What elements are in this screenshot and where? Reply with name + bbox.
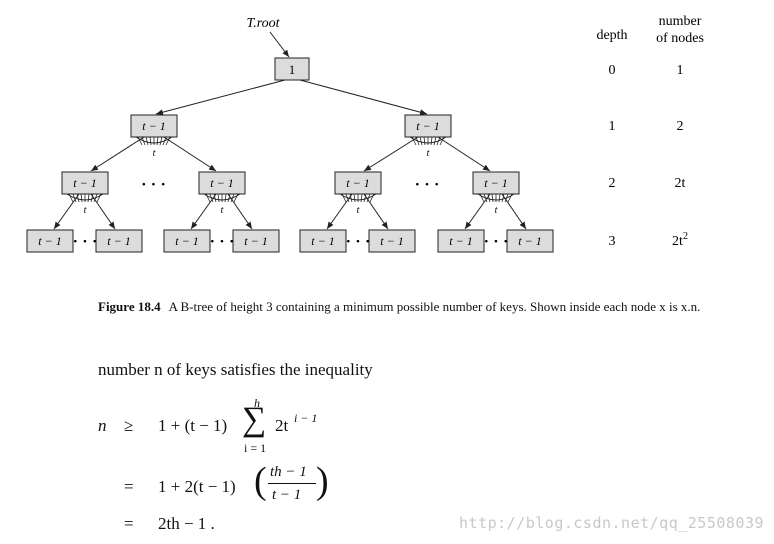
nodes-header-line1: number — [659, 14, 702, 29]
nodes-header-line2: of nodes — [656, 31, 704, 46]
eq-rel1: ≥ — [124, 416, 134, 435]
node-key: t − 1 — [416, 119, 439, 133]
node-key: t − 1 — [210, 176, 233, 190]
child-count-label: t — [427, 148, 430, 159]
leaf-node: t − 1 — [232, 229, 280, 253]
ellipsis: · · · — [210, 234, 234, 250]
caption-text: A B-tree of height 3 containing a minimu… — [168, 299, 701, 314]
eq-rel3: = — [124, 514, 134, 533]
eq-frac-num: th − 1 — [270, 464, 307, 480]
eq-sum-upper: h — [254, 396, 260, 410]
eq-line2-pre: 1 + 2(t − 1) — [158, 477, 236, 496]
child-count-label: t — [357, 205, 360, 216]
watermark: http://blog.csdn.net/qq_25508039 — [459, 514, 764, 532]
leaf-node: t − 1 — [368, 229, 416, 253]
node-key: t − 1 — [484, 176, 507, 190]
depth2-node: t − 1 t — [198, 171, 246, 216]
root-pointer-label: T.root — [246, 16, 280, 31]
node-count-value: 2t — [675, 176, 686, 191]
node-key: t − 1 — [73, 176, 96, 190]
node-key: t − 1 — [142, 119, 165, 133]
depth-count-table: 0 1 1 2 2 2t 3 2t2 — [609, 63, 688, 249]
ellipsis: · · · — [346, 234, 370, 250]
node-key: t − 1 — [311, 234, 334, 248]
tree-nodes: t − 1tt − 1tt − 1tt − 1t· · ·t − 1tt − 1… — [26, 114, 554, 253]
ellipsis: · · · — [484, 234, 508, 250]
eq-line3: 2th − 1 . — [158, 514, 215, 533]
depth1-node: t − 1 t — [404, 114, 452, 159]
leaf-node: t − 1 — [299, 229, 347, 253]
eq-sum-lower: i = 1 — [244, 441, 267, 455]
leaf-node: t − 1 — [506, 229, 554, 253]
child-count-label: t — [495, 205, 498, 216]
depth-header: depth — [596, 28, 627, 43]
depth1-node: t − 1 t — [130, 114, 178, 159]
eq-line1-pre: 1 + (t − 1) — [158, 416, 228, 435]
eq-frac-bar — [268, 483, 316, 484]
node-key: t − 1 — [175, 234, 198, 248]
node-key: t − 1 — [38, 234, 61, 248]
node-key: t − 1 — [518, 234, 541, 248]
depth2-node: t − 1 t — [61, 171, 109, 216]
child-count-label: t — [221, 205, 224, 216]
eq-paren-right: ) — [316, 460, 329, 502]
root-node-key: 1 — [289, 62, 296, 77]
ellipsis: · · · — [141, 177, 165, 193]
depth-value: 3 — [609, 234, 616, 249]
node-count-value: 2t2 — [672, 231, 688, 249]
leaf-node: t − 1 — [26, 229, 74, 253]
node-count-value: 1 — [677, 63, 684, 78]
root-node: 1 — [274, 57, 310, 81]
depth-value: 1 — [609, 119, 616, 134]
ellipsis: · · · — [73, 234, 97, 250]
depth2-node: t − 1 t — [472, 171, 520, 216]
body-text: number n of keys satisfies the inequalit… — [98, 360, 373, 379]
node-key: t − 1 — [107, 234, 130, 248]
eq-frac-den: t − 1 — [272, 487, 302, 503]
node-key: t − 1 — [244, 234, 267, 248]
eq-lhs: n — [98, 416, 107, 435]
ellipsis: · · · — [415, 177, 439, 193]
leaf-node: t − 1 — [163, 229, 211, 253]
depth-value: 2 — [609, 176, 616, 191]
depth2-node: t − 1 t — [334, 171, 382, 216]
eq-rel2: = — [124, 477, 134, 496]
child-count-label: t — [153, 148, 156, 159]
eq-paren-left: ( — [254, 460, 267, 502]
eq-sum-term-exp: i − 1 — [294, 411, 318, 425]
figure-caption: Figure 18.4 A B-tree of height 3 containi… — [98, 297, 718, 316]
root-pointer-arrow — [269, 31, 290, 58]
node-count-value: 2 — [677, 119, 684, 134]
eq-sum-symbol: ∑ — [242, 401, 267, 438]
eq-sum-term: 2t — [275, 416, 289, 435]
node-key: t − 1 — [380, 234, 403, 248]
node-key: t − 1 — [449, 234, 472, 248]
child-count-label: t — [84, 205, 87, 216]
caption-label: Figure 18.4 — [98, 299, 161, 314]
node-key: t − 1 — [346, 176, 369, 190]
btree-figure: T.root 1 t − 1 t t − 1 t t − 1 t t − 1 t · · · t … — [26, 14, 704, 253]
leaf-node: t − 1 — [437, 229, 485, 253]
leaf-node: t − 1 — [95, 229, 143, 253]
depth-value: 0 — [609, 63, 616, 78]
